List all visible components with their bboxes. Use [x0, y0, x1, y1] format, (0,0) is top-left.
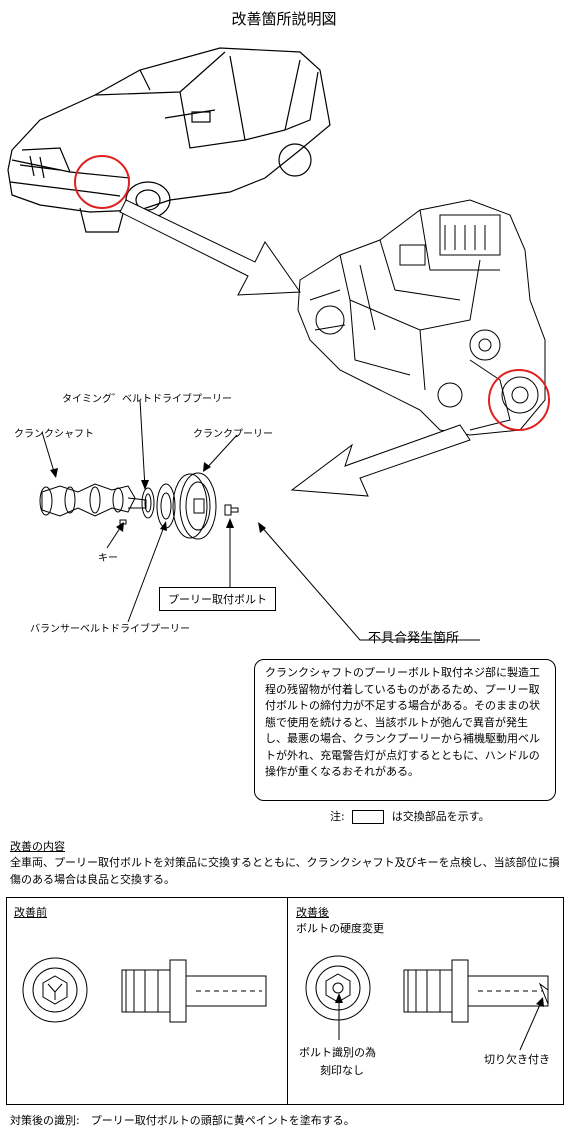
identification-note: 対策後の識別: プーリー取付ボルトの頭部に黄ペイントを塗布する。 [10, 1114, 355, 1127]
label-key: キー [98, 553, 118, 564]
mark-note-line1: ボルト識別の為 [299, 1046, 376, 1059]
after-label: 改善後 [296, 906, 329, 919]
after-subtitle: ボルトの硬度変更 [296, 922, 384, 935]
highlight-circle-car [74, 155, 130, 209]
label-crankshaft: クランクシャフト [14, 429, 94, 440]
label-timing-pulley: タイミング゛ベルトドライブプーリー [62, 394, 232, 405]
improvement-text: 全車両、プーリー取付ボルトを対策品に交換するとともに、クランクシャフト及びキーを… [10, 856, 560, 886]
defect-description-box: クランクシャフトのプーリーボルト取付ネジ部に製造工程の残留物が付着しているものが… [254, 659, 556, 801]
crank-pulley-illustration [172, 472, 217, 540]
timing-pulley-illustration [141, 487, 155, 519]
legend-note: 注: は交換部品を示す。 [330, 808, 490, 824]
leader-lines [41, 399, 480, 641]
legend-prefix: 注: [330, 810, 345, 823]
improvement-heading: 改善の内容 [10, 840, 65, 853]
legend-key-box [352, 810, 385, 824]
crankshaft-illustration [39, 483, 147, 517]
notch-note: 切り欠き付き [484, 1053, 550, 1066]
before-label: 改善前 [14, 906, 47, 919]
label-balancer-pulley: バランサーベルトドライブプーリー [30, 624, 190, 635]
page-title: 改善箇所説明図 [231, 10, 337, 28]
label-crank-pulley: クランクプーリー [193, 429, 273, 440]
bolt-after-drawings [305, 955, 549, 1051]
highlight-circle-engine [488, 369, 550, 431]
bolt-illustration [224, 504, 239, 516]
defect-description-text: クランクシャフトのプーリーボルト取付ネジ部に製造工程の残留物が付着しているものが… [265, 666, 540, 778]
comparison-box [6, 897, 564, 1105]
legend-suffix: は交換部品を示す。 [391, 810, 490, 823]
label-defect-location: 不具合発生箇所 [368, 631, 460, 646]
engine-illustration [297, 199, 546, 436]
arrow-to-parts [290, 424, 471, 497]
mark-note-line2: 刻印なし [320, 1064, 364, 1077]
comparison-divider [287, 897, 288, 1105]
minivan-illustration [7, 47, 331, 233]
leader-arrowheads [50, 462, 266, 533]
arrow-to-engine [119, 199, 301, 296]
bolt-before-drawings [22, 957, 267, 1023]
label-pulley-bolt: プーリー取付ボルト [159, 587, 276, 611]
